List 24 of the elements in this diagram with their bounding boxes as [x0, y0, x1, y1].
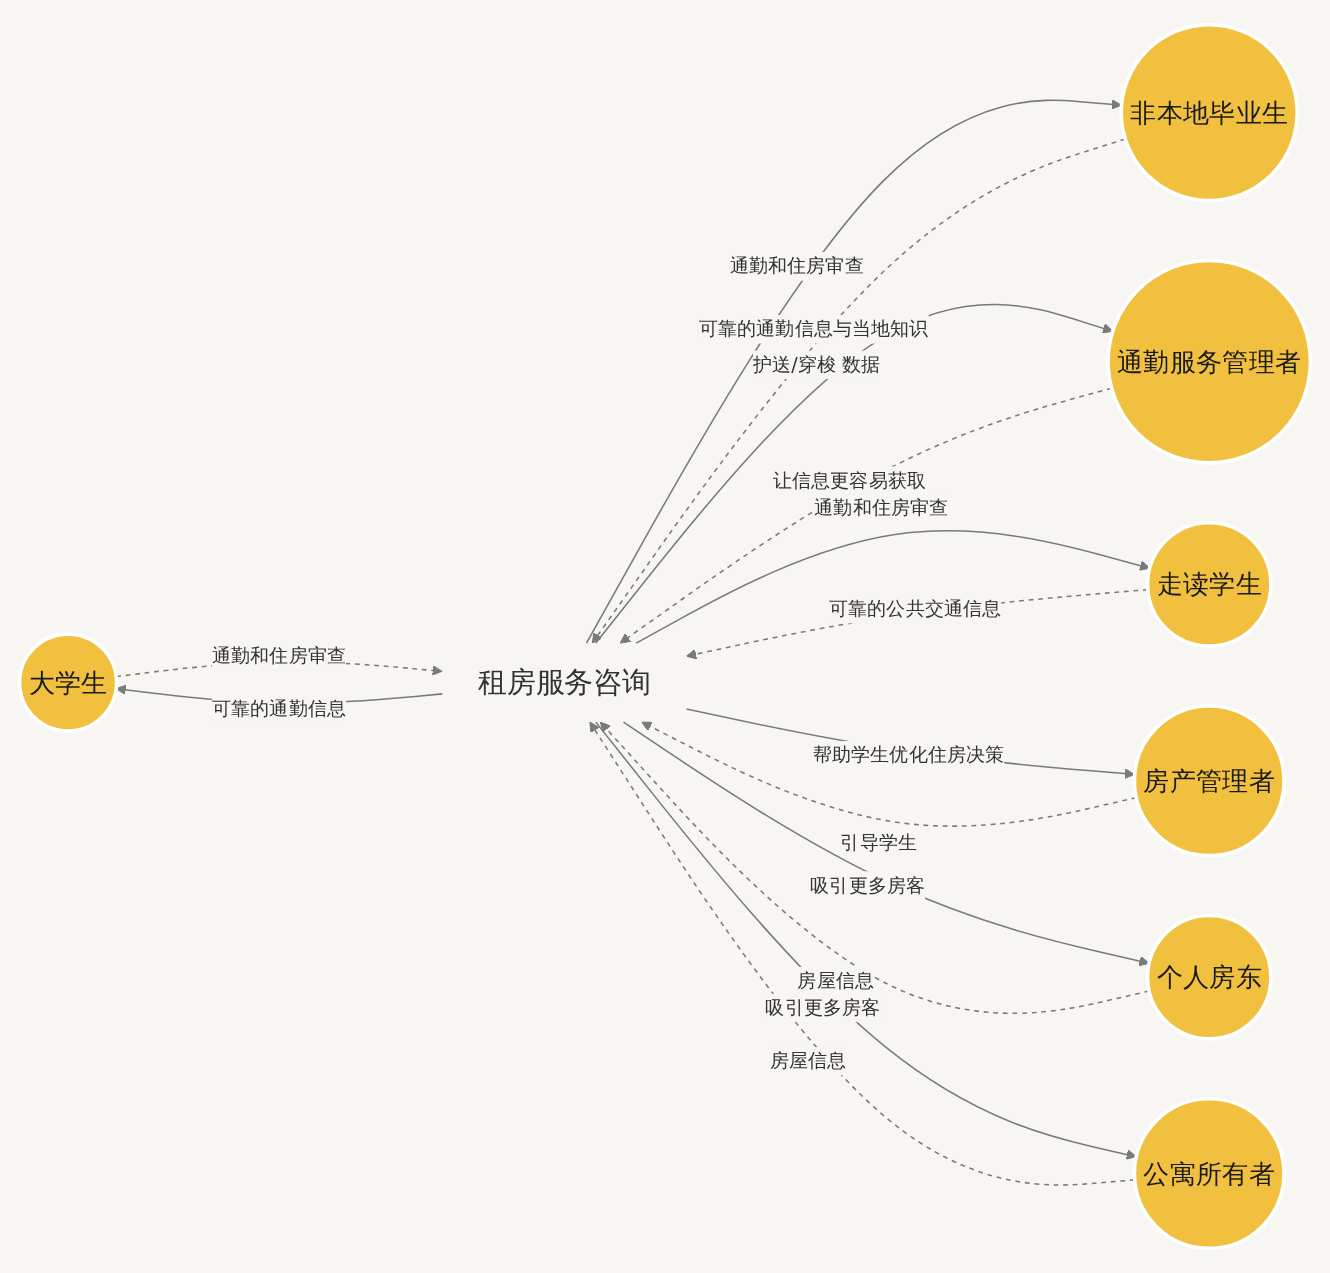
edge-label: 可靠的公共交通信息 — [828, 597, 1002, 621]
edge-label: 吸引更多房客 — [765, 995, 881, 1019]
node-circle: 个人房东 — [1145, 913, 1273, 1041]
node-circle: 走读学生 — [1145, 520, 1273, 648]
edge-label: 引导学生 — [840, 831, 918, 854]
arrow — [622, 721, 1150, 967]
node-circle: 大学生 — [17, 632, 119, 733]
edge-label: 房屋信息 — [797, 969, 875, 992]
edge-label: 通勤和住房审查 — [814, 496, 949, 519]
edge-label: 通勤和住房审查 — [211, 644, 347, 668]
edge-label: 房屋信息 — [769, 1049, 847, 1072]
node-circle: 房产管理者 — [1132, 704, 1286, 858]
edge-label: 可靠的通勤信息与当地知识 — [698, 317, 929, 341]
edge-label: 吸引更多房客 — [810, 873, 926, 897]
arrow — [599, 721, 1150, 1015]
edge-label: 护送/穿梭 数据 — [753, 352, 881, 376]
node-text: 租房服务咨询 — [478, 665, 651, 700]
edge-label: 帮助学生优化住房决策 — [812, 743, 1005, 767]
node-circle: 通勤服务管理者 — [1106, 258, 1313, 465]
edge-label: 可靠的通勤信息 — [211, 696, 347, 720]
edge-label: 通勤和住房审查 — [729, 254, 864, 278]
node-circle: 非本地毕业生 — [1119, 22, 1300, 203]
edge-label: 让信息更容易获取 — [772, 468, 926, 492]
node-circle: 公寓所有者 — [1132, 1096, 1286, 1251]
